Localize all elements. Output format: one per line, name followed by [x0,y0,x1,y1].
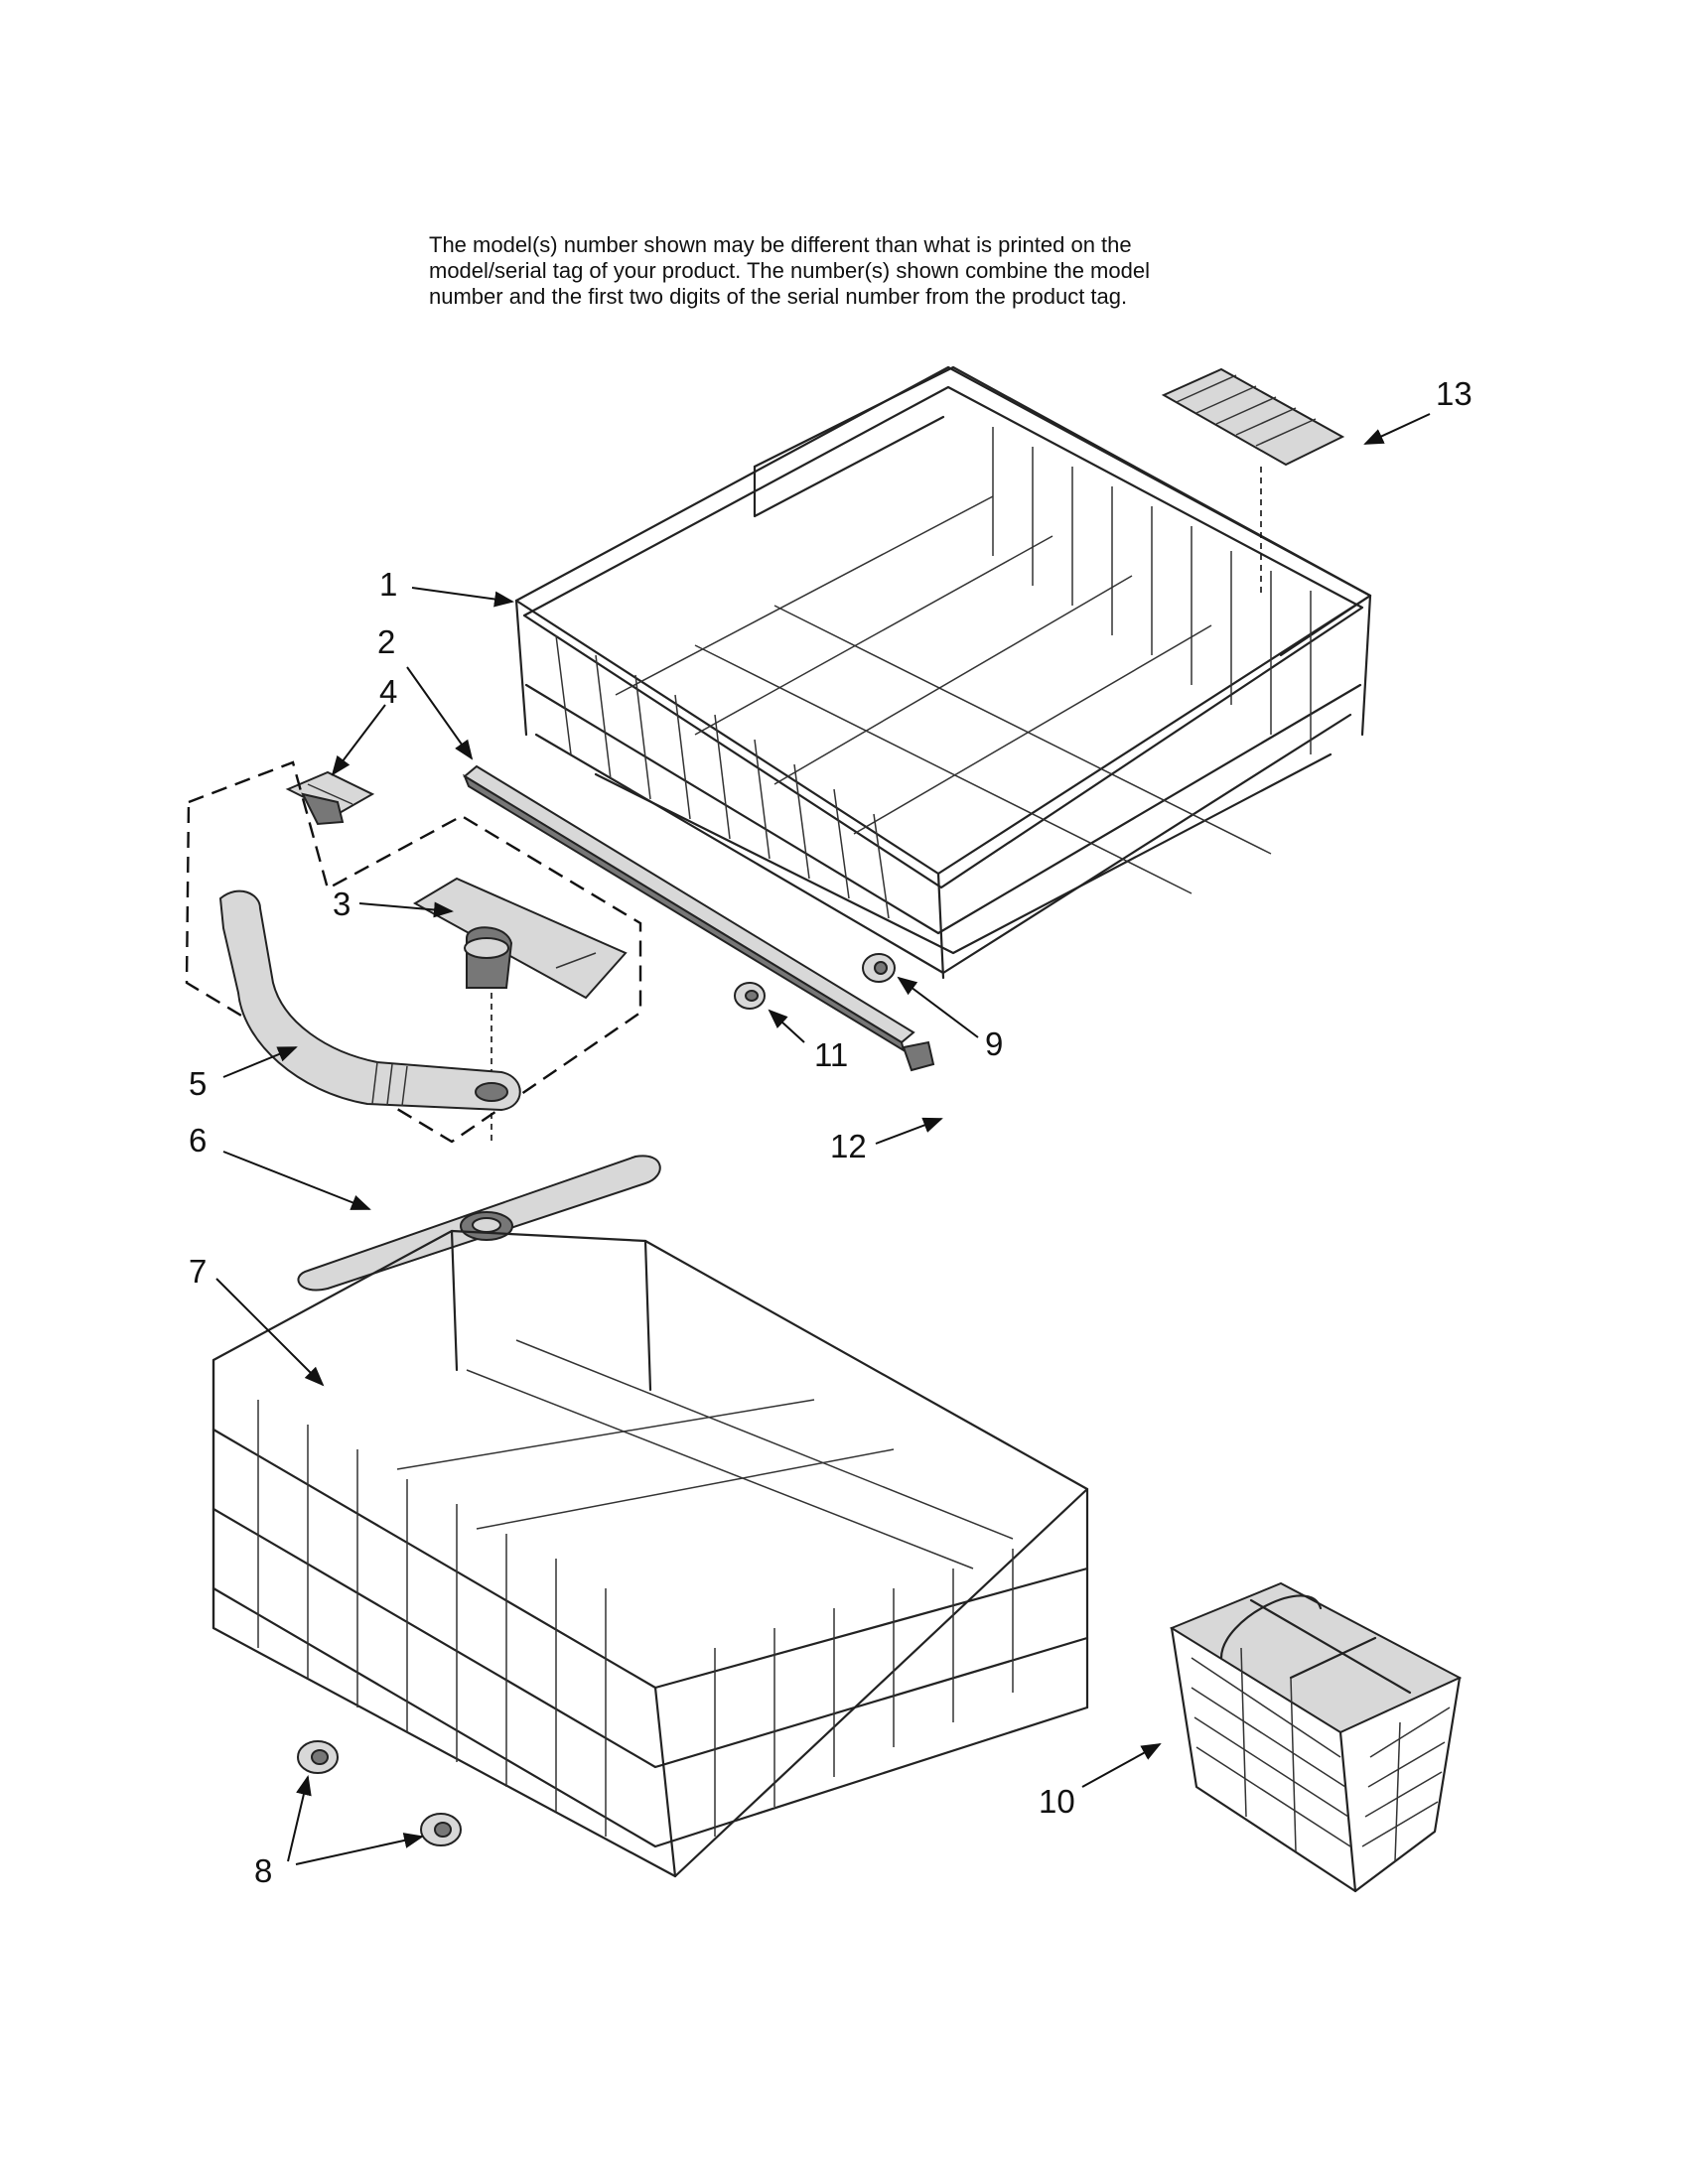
callout-13: 13 [1436,375,1473,412]
disclaimer-line-2: model/serial tag of your product. The nu… [429,258,1150,283]
callout-8: 8 [254,1852,272,1889]
rack-rail [462,764,915,1053]
lower-spray-arm [297,1155,661,1292]
callout-11: 11 [814,1036,848,1073]
lower-rack-tines [257,1339,1014,1837]
rail-end-cap [902,1040,935,1072]
callout-6: 6 [189,1122,207,1159]
tine-row-clip [1161,367,1345,596]
lower-rack-wheels [297,1740,462,1846]
basket-mesh [1191,1647,1451,1862]
rail-clip [285,770,375,826]
callout-4: 4 [379,673,397,710]
upper-rack-tines [555,427,1312,919]
callout-10: 10 [1039,1783,1075,1820]
callout-9: 9 [985,1025,1003,1062]
callout-3: 3 [333,886,351,922]
lower-rack [211,1229,1089,1878]
disclaimer-line-3: number and the first two digits of the s… [429,284,1128,309]
callout-5: 5 [189,1065,207,1102]
silverware-basket [1169,1581,1463,1893]
callout-2: 2 [377,623,395,660]
model-number-disclaimer: The model(s) number shown may be differe… [429,232,1323,310]
leader-lines [215,413,1431,1865]
spray-arm-mount [412,877,628,1142]
callout-12: 12 [830,1128,867,1164]
rack-wheel [862,953,896,983]
callout-1: 1 [379,566,397,603]
disclaimer-line-1: The model(s) number shown may be differe… [429,232,1132,257]
upper-rack [514,365,1372,980]
callout-labels: 1 2 4 3 5 6 7 8 9 10 11 12 13 [189,375,1473,1889]
callout-7: 7 [189,1253,207,1290]
rail-roller [734,982,766,1010]
